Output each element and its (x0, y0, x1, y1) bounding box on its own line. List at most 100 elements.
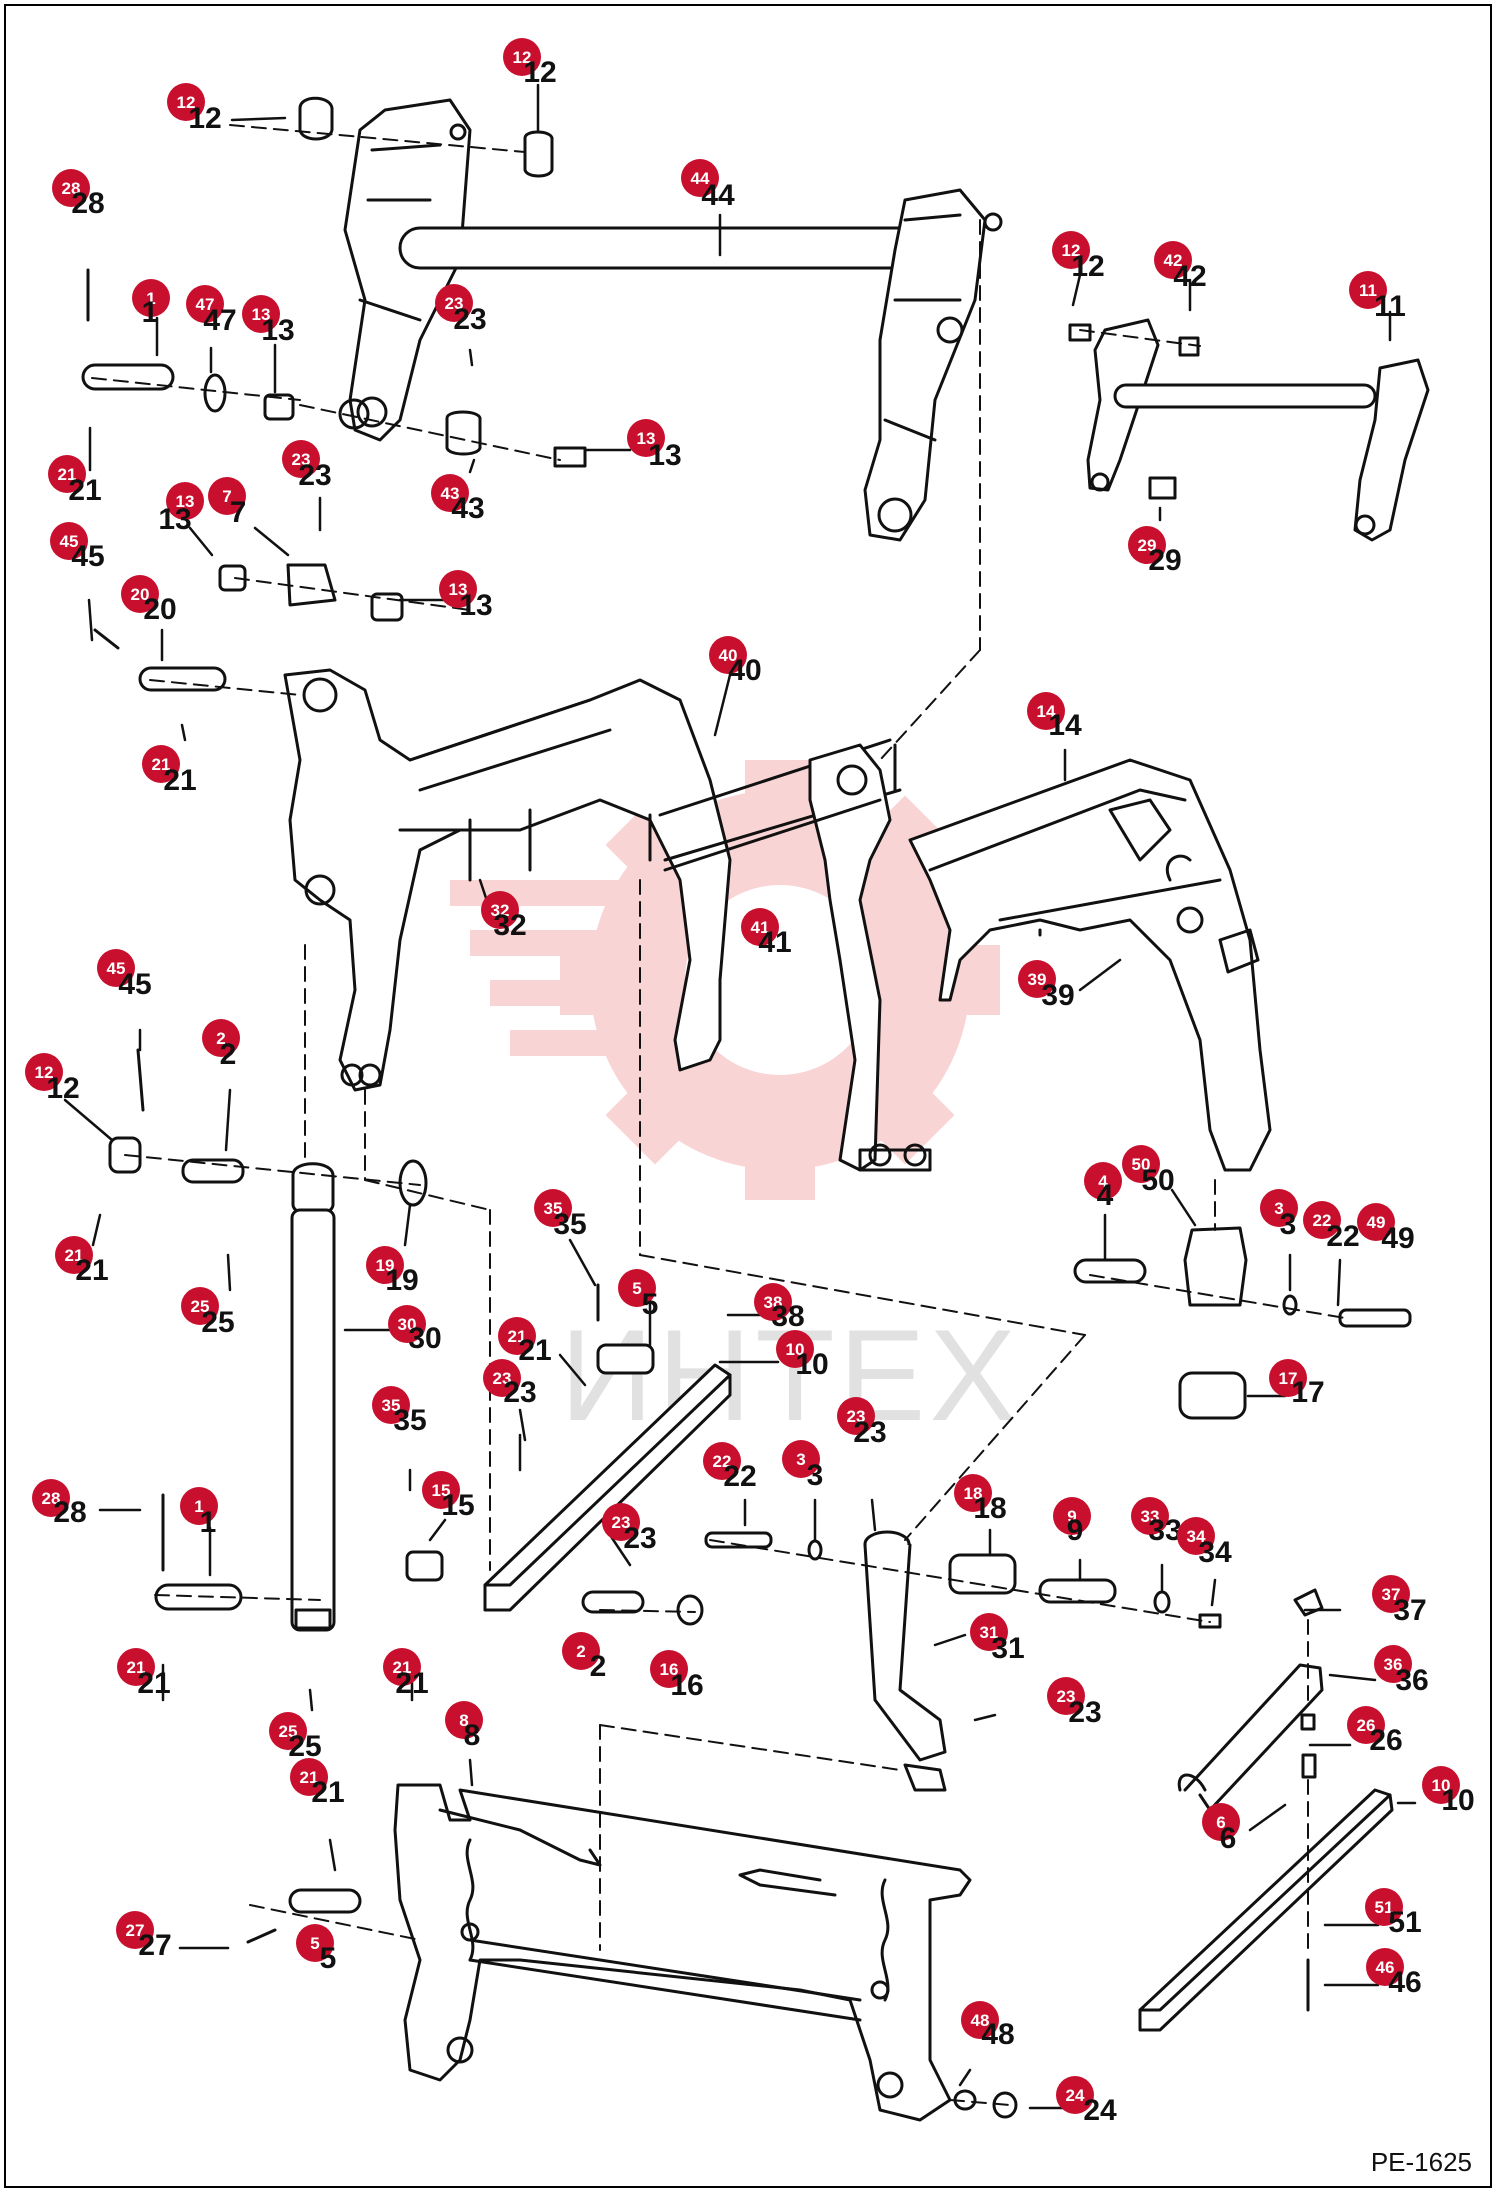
callout-bubble-number: 22 (713, 1452, 732, 1471)
part-number-label: 45 (118, 968, 151, 1001)
callout-bubble (208, 477, 246, 515)
callout-bubble-number: 28 (62, 179, 81, 198)
callout-bubble (483, 1359, 521, 1397)
part-number-label: 28 (71, 187, 104, 220)
callout-bubble-number: 37 (1382, 1585, 1401, 1604)
part-number-label: 8 (464, 1719, 481, 1752)
drawing-frame (4, 4, 1492, 2188)
callout-bubble (180, 1487, 218, 1525)
part-number-label: 21 (395, 1667, 428, 1700)
part-number-label: 4 (1097, 1179, 1114, 1212)
part-number-label: 2 (590, 1650, 607, 1683)
callout-bubble (481, 891, 519, 929)
callout-bubble (116, 1911, 154, 1949)
callout-1: 11 (132, 279, 170, 329)
callout-bubble (186, 285, 224, 323)
part-44-upper-axle (266, 96, 1003, 542)
callout-bubble-number: 6 (1216, 1813, 1225, 1832)
part-number-label: 13 (459, 589, 492, 622)
callout-bubble (1047, 1677, 1085, 1715)
main-loader-frame (283, 668, 1272, 1172)
assembly-dashed-lines (91, 124, 1346, 2106)
callout-bubble (132, 279, 170, 317)
callout-bubble-number: 25 (279, 1722, 298, 1741)
callout-bubble (961, 2001, 999, 2039)
callout-bubble-number: 23 (292, 450, 311, 469)
callout-bubble-number: 14 (1037, 702, 1056, 721)
part-number-label: 43 (451, 492, 484, 525)
callout-bubble (1372, 1575, 1410, 1613)
callout-bubble-number: 20 (131, 585, 150, 604)
part-30-lift-cylinder (108, 1048, 428, 1632)
callout-bubble (296, 1924, 334, 1962)
part-number-label: 44 (701, 179, 735, 212)
callout-bubble-number: 50 (1132, 1155, 1151, 1174)
callout-bubble-number: 35 (544, 1199, 563, 1218)
part-number-label: 23 (453, 303, 486, 336)
callout-bubble-number: 46 (1376, 1958, 1395, 1977)
part-number-label: 36 (1395, 1664, 1428, 1697)
callout-bubble-number: 10 (1432, 1776, 1451, 1795)
part-number-label: 13 (158, 503, 191, 536)
callout-bubble (1422, 1766, 1460, 1804)
callout-bubble-number: 5 (632, 1279, 641, 1298)
part-number-label: 41 (758, 926, 791, 959)
part-number-label: 12 (523, 56, 556, 89)
callout-bubble (618, 1269, 656, 1307)
part-number-label: 21 (518, 1334, 551, 1367)
callout-bubble (703, 1442, 741, 1480)
callout-bubble-number: 23 (847, 1407, 866, 1426)
part-number-label: 35 (393, 1404, 426, 1437)
callout-bubble-number: 42 (1164, 251, 1183, 270)
part-number-label: 48 (981, 2018, 1014, 2051)
part-number-label: 5 (320, 1942, 337, 1975)
callout-bubble-number: 21 (393, 1658, 412, 1677)
part-number-label: 39 (1041, 979, 1074, 1012)
callout-bubble (503, 38, 541, 76)
callout-bubble-number: 3 (796, 1450, 805, 1469)
part-number-label: 32 (493, 909, 526, 942)
callout-6: 66 (1202, 1803, 1240, 1855)
part-number-label: 26 (1369, 1724, 1402, 1757)
callout-bubble (1084, 1162, 1122, 1200)
callout-bubble-number: 2 (216, 1029, 225, 1048)
part-number-label: 42 (1173, 260, 1206, 293)
callout-bubble (954, 1474, 992, 1512)
part-number-label: 34 (1198, 1536, 1232, 1569)
callout-bubble-number: 3 (1274, 1199, 1283, 1218)
callout-leader-lines (63, 83, 1417, 2110)
part-number-label: 3 (807, 1459, 824, 1492)
callout-7: 77 (208, 477, 246, 529)
callout-bubble-number: 47 (196, 295, 215, 314)
part-number-label: 12 (46, 1072, 79, 1105)
part-number-label: 38 (771, 1300, 804, 1333)
callout-bubble (383, 1648, 421, 1686)
callout-bubble (709, 636, 747, 674)
callout-bubble-number: 38 (764, 1293, 783, 1312)
callout-bubble-number: 23 (1057, 1687, 1076, 1706)
part-number-label: 23 (503, 1376, 536, 1409)
callout-bubble (1366, 1948, 1404, 1986)
callout-bubble-number: 22 (1313, 1211, 1332, 1230)
callout-bubble (1027, 692, 1065, 730)
callout-bubble (681, 159, 719, 197)
callout-bubble (269, 1712, 307, 1750)
callout-bubble (1122, 1145, 1160, 1183)
callout-bubble-number: 32 (491, 901, 510, 920)
